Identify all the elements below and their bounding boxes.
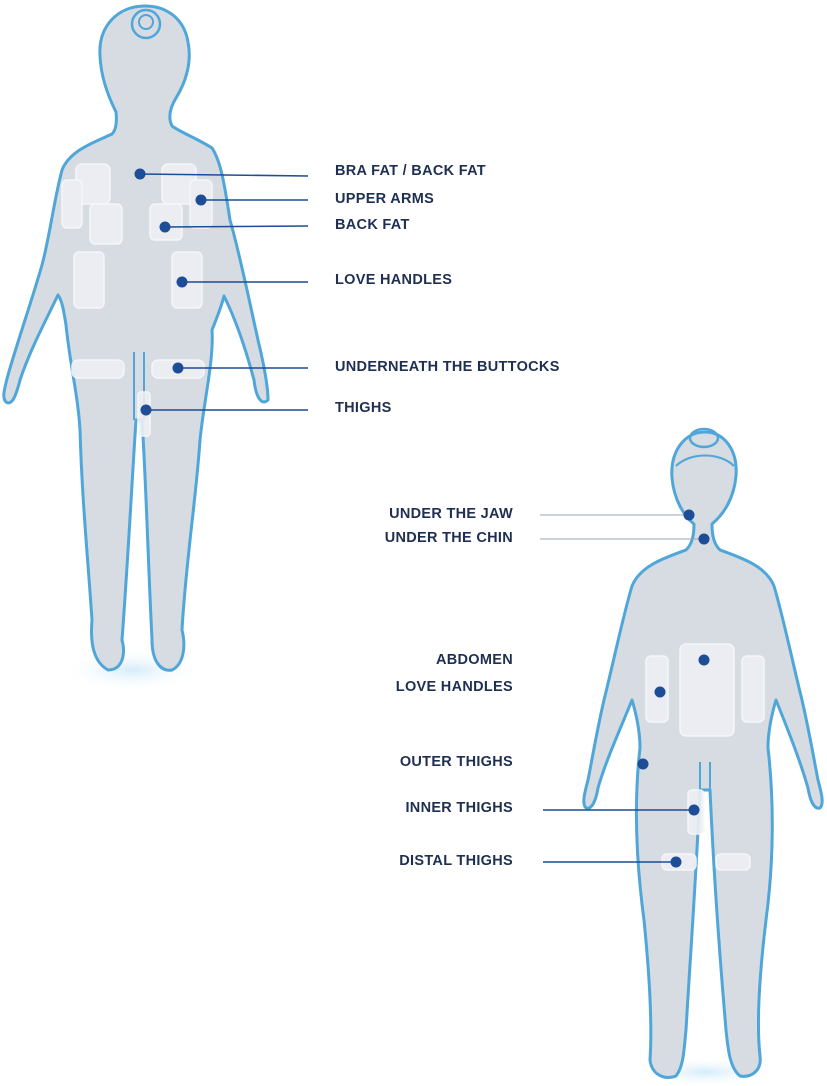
label-love-handles-front: LOVE HANDLES [396, 678, 513, 696]
label-underneath-the-buttocks: UNDERNEATH THE BUTTOCKS [335, 358, 560, 376]
marker-abdomen [699, 655, 710, 666]
marker-thighs [141, 405, 152, 416]
treatment-patch [742, 656, 764, 722]
marker-bra-fat [135, 169, 146, 180]
back-view-figure [4, 6, 268, 692]
front-view-figure [584, 429, 822, 1086]
label-distal-thighs: DISTAL THIGHS [399, 852, 513, 870]
treatment-patch [74, 252, 104, 308]
marker-under-jaw [684, 510, 695, 521]
label-love-handles-back: LOVE HANDLES [335, 271, 452, 289]
back-figure-silhouette [4, 6, 268, 670]
marker-outer-thighs [638, 759, 649, 770]
label-thighs: THIGHS [335, 399, 392, 417]
marker-upper-arms [196, 195, 207, 206]
treatment-patch [716, 854, 750, 870]
marker-under-chin [699, 534, 710, 545]
front-figure-silhouette [584, 432, 822, 1077]
label-bra-fat-back-fat: BRA FAT / BACK FAT [335, 162, 486, 180]
treatment-patch [72, 360, 124, 378]
marker-love-handles [655, 687, 666, 698]
marker-back-fat [160, 222, 171, 233]
treatment-patch [62, 180, 82, 228]
marker-love-handles [177, 277, 188, 288]
treatment-patch [90, 204, 122, 244]
label-abdomen: ABDOMEN [436, 651, 513, 669]
label-under-the-jaw: UNDER THE JAW [389, 505, 513, 523]
label-upper-arms: UPPER ARMS [335, 190, 434, 208]
label-inner-thighs: INNER THIGHS [405, 799, 513, 817]
marker-distal-thighs [671, 857, 682, 868]
marker-inner-thighs [689, 805, 700, 816]
label-back-fat: BACK FAT [335, 216, 410, 234]
leader-line-back-fat [165, 226, 308, 227]
marker-underneath-buttocks [173, 363, 184, 374]
label-outer-thighs: OUTER THIGHS [400, 753, 513, 771]
label-under-the-chin: UNDER THE CHIN [385, 529, 513, 547]
